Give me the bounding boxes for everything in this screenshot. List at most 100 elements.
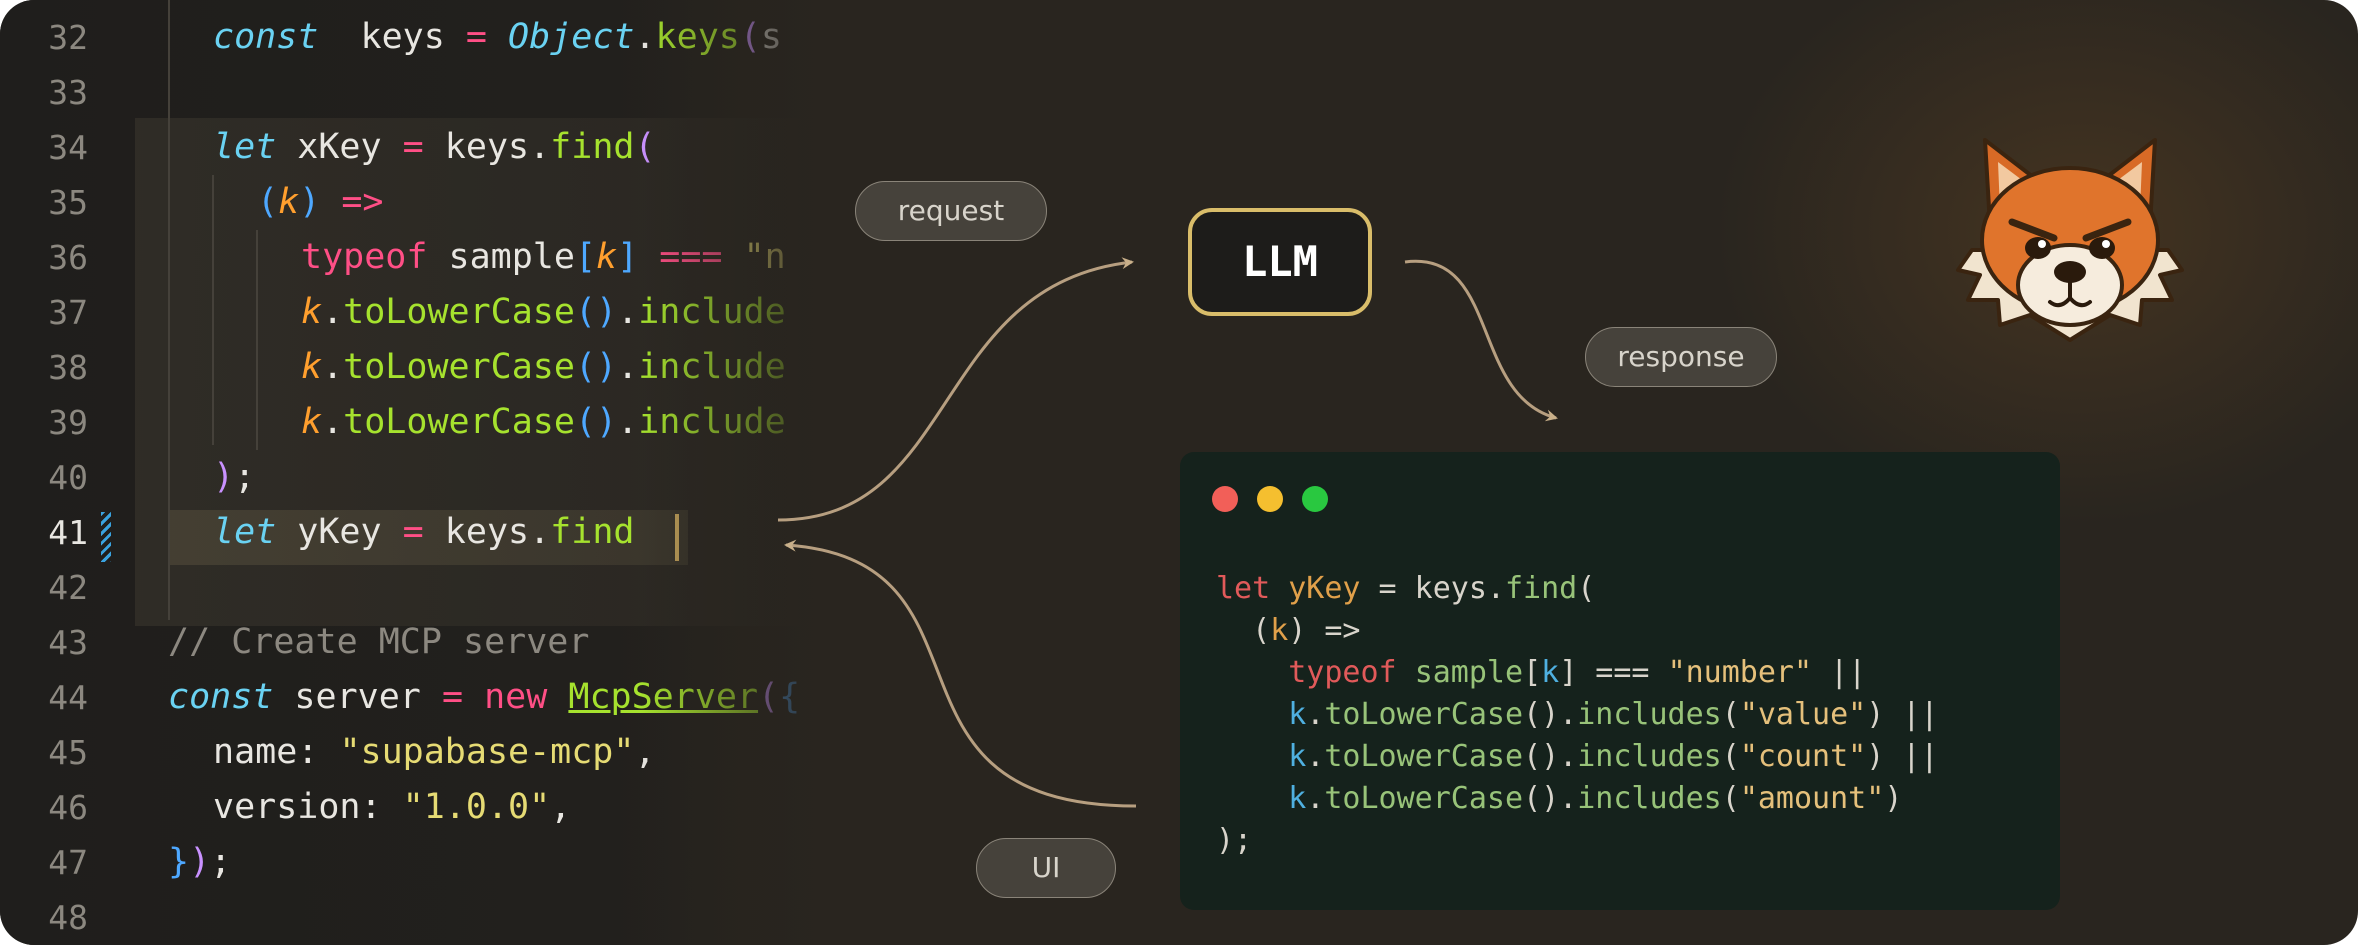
line-number: 48 xyxy=(48,898,88,937)
code-token: ( xyxy=(257,182,279,222)
line-number: 41 xyxy=(48,513,88,552)
code-token: (). xyxy=(1523,697,1578,732)
line-number: 43 xyxy=(48,623,88,662)
code-token: || xyxy=(1812,655,1867,690)
response-code-line: k.toLowerCase().includes("value") || xyxy=(1216,694,1939,736)
code-token: find xyxy=(550,127,635,167)
ui-arrow xyxy=(784,539,1137,808)
code-token: = keys. xyxy=(1360,571,1505,606)
traffic-light-minimize-icon[interactable] xyxy=(1257,486,1283,512)
code-token: name: xyxy=(213,732,340,772)
line-number: 32 xyxy=(48,18,88,57)
code-token: ( xyxy=(1577,571,1596,606)
code-token: find xyxy=(1505,571,1578,606)
active-line-highlight xyxy=(168,510,688,565)
code-token: Object xyxy=(508,17,635,57)
code-token: xKey xyxy=(276,127,403,167)
code-token: () xyxy=(574,402,618,442)
line-code: (k) => xyxy=(257,175,383,230)
code-token: "1.0.0" xyxy=(402,787,551,827)
code-token: ) || xyxy=(1866,697,1939,732)
code-token: includes xyxy=(1577,739,1722,774)
request-label: request xyxy=(855,181,1047,241)
code-token: } xyxy=(168,842,190,882)
traffic-light-maximize-icon[interactable] xyxy=(1302,486,1328,512)
code-token: yKey xyxy=(1288,571,1361,606)
indent-guide xyxy=(212,175,214,445)
code-token: keys xyxy=(318,17,466,57)
code-token: sample xyxy=(427,237,575,277)
code-token: ( xyxy=(1721,781,1740,816)
code-token: = xyxy=(402,127,424,167)
line-code: ); xyxy=(213,450,255,505)
modified-line-gutter-mark xyxy=(101,512,111,562)
code-token: yKey xyxy=(276,512,403,552)
code-token: k xyxy=(278,182,300,222)
llm-node: LLM xyxy=(1188,208,1372,316)
response-arrow xyxy=(1404,259,1558,422)
code-token: ( xyxy=(1721,739,1740,774)
code-token: find xyxy=(550,512,635,552)
code-token: ) || xyxy=(1866,739,1939,774)
code-token: . xyxy=(1306,697,1325,732)
code-token: let xyxy=(213,127,277,167)
indent-guide xyxy=(168,0,170,620)
code-token: "amount" xyxy=(1739,781,1885,816)
code-token: . xyxy=(1306,781,1325,816)
code-token xyxy=(1216,697,1288,732)
traffic-light-close-icon[interactable] xyxy=(1212,486,1238,512)
code-token: . xyxy=(617,347,639,387)
code-token: k xyxy=(1541,655,1560,690)
code-token: () xyxy=(574,347,618,387)
line-number: 47 xyxy=(48,843,88,882)
code-token: let xyxy=(213,512,277,552)
code-token: k xyxy=(301,402,323,442)
response-code-line: typeof sample[k] === "number" || xyxy=(1216,652,1866,694)
line-number: 40 xyxy=(48,458,88,497)
code-token: = xyxy=(402,512,424,552)
code-token: const xyxy=(168,677,274,717)
code-token xyxy=(1397,655,1415,690)
code-token xyxy=(1216,739,1288,774)
code-token: ( xyxy=(1721,697,1740,732)
code-token: => xyxy=(341,182,384,222)
line-number: 44 xyxy=(48,678,88,717)
code-token: typeof xyxy=(1288,655,1397,690)
ui-label: UI xyxy=(976,838,1116,898)
code-token: . xyxy=(617,402,639,442)
response-code-line: let yKey = keys.find( xyxy=(1216,568,1595,610)
code-token: "supabase-mcp" xyxy=(339,732,635,772)
code-token: , xyxy=(550,787,572,827)
line-number: 37 xyxy=(48,293,88,332)
code-token: . xyxy=(322,347,344,387)
code-token: k xyxy=(301,292,323,332)
code-token: ] === xyxy=(1559,655,1668,690)
response-window: let yKey = keys.find( (k) => typeof samp… xyxy=(1180,452,2060,910)
code-token: toLowerCase xyxy=(1324,781,1524,816)
code-token: includes xyxy=(1577,781,1722,816)
code-token: ; xyxy=(210,842,232,882)
code-token: ) xyxy=(189,842,211,882)
code-token: server xyxy=(273,677,442,717)
code-token: toLowerCase xyxy=(343,292,575,332)
code-token xyxy=(1216,781,1288,816)
code-token: (). xyxy=(1523,739,1578,774)
code-token: // Create MCP server xyxy=(168,622,590,662)
code-token: k xyxy=(596,237,618,277)
code-token: [ xyxy=(1523,655,1542,690)
code-token: toLowerCase xyxy=(1324,697,1524,732)
line-code: }); xyxy=(168,835,231,890)
line-number: 38 xyxy=(48,348,88,387)
code-token: toLowerCase xyxy=(343,347,575,387)
response-code-line: k.toLowerCase().includes("count") || xyxy=(1216,736,1939,778)
response-code-line: (k) => xyxy=(1216,610,1360,652)
code-token: . xyxy=(617,292,639,332)
code-token: [ xyxy=(574,237,597,277)
code-token: ( xyxy=(1216,613,1271,648)
code-token: toLowerCase xyxy=(1324,739,1524,774)
line-code: version: "1.0.0", xyxy=(213,780,571,835)
code-token: . xyxy=(1306,739,1325,774)
code-token: let xyxy=(1216,571,1271,606)
